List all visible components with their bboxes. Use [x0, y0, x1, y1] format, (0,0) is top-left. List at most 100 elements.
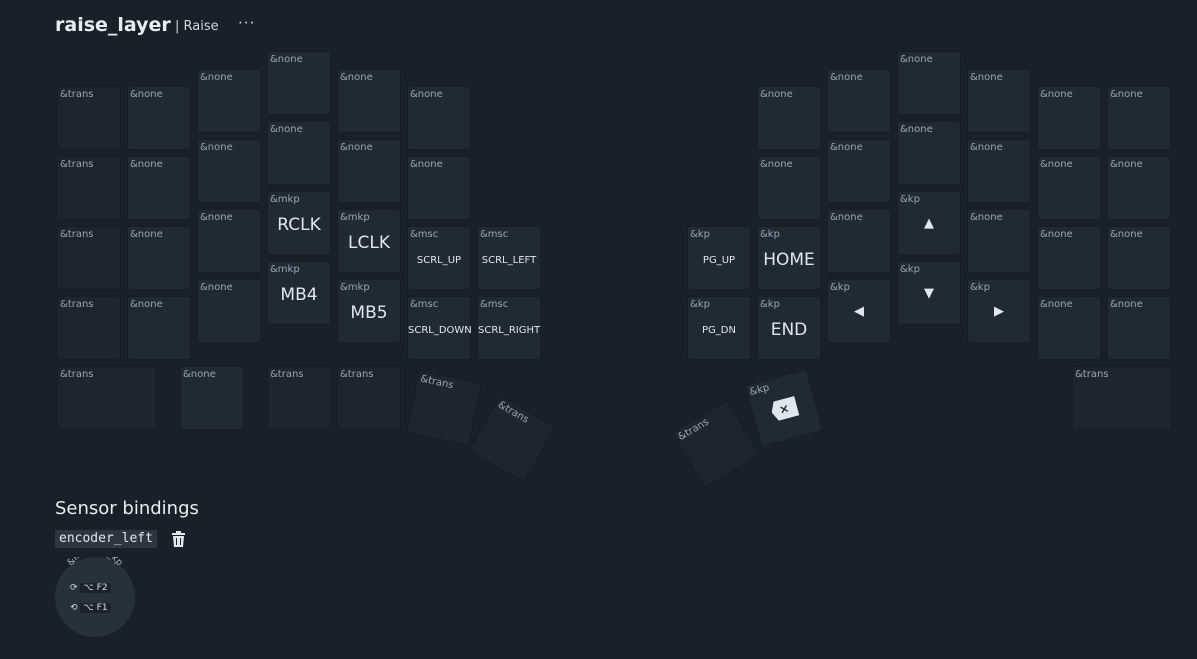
key-6[interactable]: &none	[757, 86, 821, 150]
key-10[interactable]: &none	[1037, 86, 1101, 150]
key-behavior: &none	[270, 124, 303, 135]
more-options-icon[interactable]: ···	[238, 14, 256, 32]
key-3[interactable]: &none	[267, 51, 331, 115]
key-behavior: &msc	[480, 229, 509, 240]
key-36[interactable]: &none	[1037, 226, 1101, 290]
key-7[interactable]: &none	[827, 69, 891, 133]
encoder-binding-label: &inc_dec_kp	[66, 557, 125, 568]
key-behavior: &none	[130, 89, 163, 100]
key-behavior: &none	[340, 72, 373, 83]
key-23[interactable]: &none	[1107, 156, 1171, 220]
key-behavior: &none	[900, 124, 933, 135]
key-9[interactable]: &none	[967, 69, 1031, 133]
key-56[interactable]: &trans	[406, 370, 482, 446]
key-5[interactable]: &none	[407, 86, 471, 150]
key-behavior: &none	[130, 159, 163, 170]
key-param: SCRL_DOWN	[408, 325, 472, 336]
key-50[interactable]: &none	[1037, 296, 1101, 360]
key-behavior: &none	[200, 142, 233, 153]
key-19[interactable]: &none	[827, 139, 891, 203]
key-15[interactable]: &none	[267, 121, 331, 185]
layer-title[interactable]: raise_layer	[55, 14, 171, 36]
key-behavior: &trans	[419, 373, 455, 392]
key-47[interactable]: &kp◀	[827, 279, 891, 343]
key-48[interactable]: &kp▼	[897, 261, 961, 325]
key-11[interactable]: &none	[1107, 86, 1171, 150]
key-49[interactable]: &kp▶	[967, 279, 1031, 343]
key-21[interactable]: &none	[967, 139, 1031, 203]
key-4[interactable]: &none	[337, 69, 401, 133]
layer-alias[interactable]: | Raise	[175, 19, 219, 34]
key-40[interactable]: &none	[197, 279, 261, 343]
rotate-ccw-icon: ⟲	[70, 603, 78, 613]
key-52[interactable]: &trans	[57, 366, 157, 430]
key-behavior: &none	[1040, 299, 1073, 310]
key-37[interactable]: &none	[1107, 226, 1171, 290]
key-17[interactable]: &none	[407, 156, 471, 220]
key-26[interactable]: &none	[197, 209, 261, 273]
key-39[interactable]: &none	[127, 296, 191, 360]
key-behavior: &trans	[60, 159, 94, 170]
key-25[interactable]: &none	[127, 226, 191, 290]
key-34[interactable]: &kp▲	[897, 191, 961, 255]
key-behavior: &none	[1110, 89, 1143, 100]
sensor-bindings-heading: Sensor bindings	[55, 498, 199, 519]
key-param: SCRL_RIGHT	[478, 325, 541, 336]
key-12[interactable]: &trans	[57, 156, 121, 220]
key-22[interactable]: &none	[1037, 156, 1101, 220]
encoder-name: encoder_left	[55, 530, 157, 548]
key-behavior: &none	[970, 142, 1003, 153]
key-8[interactable]: &none	[897, 51, 961, 115]
encoder-ccw-binding[interactable]: ⟲ ⌥ F1	[70, 601, 111, 615]
key-20[interactable]: &none	[897, 121, 961, 185]
key-behavior: &none	[830, 212, 863, 223]
key-59[interactable]: &kp×	[744, 368, 824, 448]
key-53[interactable]: &none	[180, 366, 244, 430]
key-35[interactable]: &none	[967, 209, 1031, 273]
key-behavior: &none	[970, 212, 1003, 223]
key-13[interactable]: &none	[127, 156, 191, 220]
key-38[interactable]: &trans	[57, 296, 121, 360]
key-behavior: &kp	[760, 229, 780, 240]
key-58[interactable]: &trans	[672, 400, 760, 488]
key-param: PG_DN	[702, 325, 736, 336]
encoder-cw-binding[interactable]: ⟳ ⌥ F2	[70, 581, 111, 595]
key-behavior: &kp	[900, 194, 920, 205]
key-16[interactable]: &none	[337, 139, 401, 203]
key-24[interactable]: &trans	[57, 226, 121, 290]
ccw-modifier: ⌥	[83, 603, 94, 613]
key-param: ▶	[994, 304, 1004, 319]
key-51[interactable]: &none	[1107, 296, 1171, 360]
key-18[interactable]: &none	[757, 156, 821, 220]
key-0[interactable]: &trans	[57, 86, 121, 150]
key-2[interactable]: &none	[197, 69, 261, 133]
key-54[interactable]: &trans	[267, 366, 331, 430]
key-33[interactable]: &none	[827, 209, 891, 273]
ccw-key: F1	[96, 603, 108, 613]
key-57[interactable]: &trans	[468, 395, 556, 483]
key-1[interactable]: &none	[127, 86, 191, 150]
key-behavior: &none	[200, 212, 233, 223]
key-14[interactable]: &none	[197, 139, 261, 203]
encoder-knob[interactable]: &inc_dec_kp ⟳ ⌥ F2 ⟲ ⌥ F1	[55, 557, 135, 637]
key-behavior: &none	[1110, 299, 1143, 310]
key-60[interactable]: &trans	[1072, 366, 1172, 430]
key-55[interactable]: &trans	[337, 366, 401, 430]
key-behavior: &none	[1040, 89, 1073, 100]
key-behavior: &none	[900, 54, 933, 65]
trash-icon[interactable]	[172, 531, 185, 547]
key-param: ◀	[854, 304, 864, 319]
svg-text:&inc_dec_kp: &inc_dec_kp	[66, 557, 125, 568]
